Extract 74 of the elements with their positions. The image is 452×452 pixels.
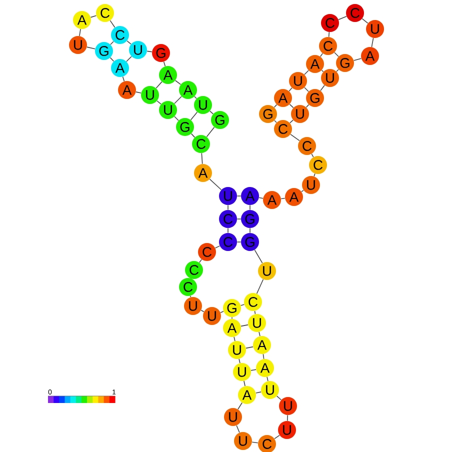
- backbone-line: [256, 278, 264, 294]
- base-pair-line: [246, 346, 254, 349]
- backbone-line: [274, 104, 278, 108]
- backbone-line: [288, 87, 292, 92]
- backbone-line: [338, 16, 347, 20]
- backbone-line: [110, 57, 114, 62]
- backbone-line: [126, 40, 132, 44]
- base-pair-line: [289, 104, 294, 108]
- backbone-line: [156, 100, 162, 104]
- backbone-line: [254, 310, 256, 314]
- base-pair-line: [240, 304, 245, 306]
- backbone-line: [220, 311, 224, 313]
- backbone-line: [174, 116, 179, 121]
- backbone-line: [79, 28, 81, 36]
- base-pair-line: [240, 324, 248, 327]
- backbone-line: [122, 76, 125, 82]
- backbone-line: [86, 46, 96, 50]
- backbone-line: [163, 61, 166, 67]
- backbone-line: [258, 197, 264, 199]
- backbone-line: [371, 38, 374, 48]
- backbone-line: [194, 96, 197, 99]
- backbone-line: [201, 152, 203, 164]
- base-pair-line: [156, 81, 162, 89]
- backbone-line: [234, 336, 236, 342]
- base-pair-line: [236, 218, 242, 220]
- backbone-line: [314, 173, 316, 177]
- base-pair-line: [206, 126, 215, 138]
- backbone-line: [110, 20, 116, 28]
- base-pair-line: [250, 369, 256, 371]
- backbone-line: [353, 58, 362, 61]
- backbone-line: [258, 332, 260, 336]
- base-pair-line: [190, 112, 198, 120]
- base-pair-line: [174, 96, 182, 104]
- backbone-line: [174, 80, 182, 85]
- backbone-line: [236, 425, 240, 433]
- backbone-line: [290, 134, 300, 142]
- backbone-line: [320, 84, 325, 92]
- backbone-line: [209, 178, 222, 190]
- base-pair-line: [304, 87, 309, 92]
- backbone-line: [276, 396, 282, 400]
- backbone-line: [252, 442, 258, 444]
- backbone-line: [210, 110, 214, 114]
- backbone-line: [190, 296, 192, 298]
- backbone-line: [190, 133, 196, 138]
- backbone-line: [274, 434, 280, 440]
- backbone-line: [336, 69, 339, 72]
- backbone-line: [146, 50, 152, 52]
- backbone-line: [200, 310, 204, 312]
- backbone-line: [214, 246, 220, 248]
- backbone-line: [238, 402, 242, 410]
- backbone-line: [304, 70, 309, 75]
- base-pair-line: [256, 392, 262, 394]
- backbone-line: [198, 259, 202, 263]
- backbone-line: [136, 92, 142, 94]
- backbone-line: [238, 358, 240, 364]
- base-pair-line: [126, 56, 132, 62]
- backbone-line: [287, 414, 288, 422]
- backbone-line: [244, 380, 246, 386]
- backbone-line: [290, 120, 294, 124]
- backbone-line: [280, 198, 286, 200]
- backbone-line: [320, 53, 324, 57]
- base-pair-line: [321, 70, 324, 72]
- backbone-line: [90, 15, 97, 18]
- base-pair-line: [274, 120, 277, 123]
- backbone-line: [328, 32, 330, 38]
- base-pair-line: [334, 52, 339, 57]
- backbone-line: [254, 250, 263, 264]
- backbone-line: [311, 154, 314, 158]
- backbone-line: [301, 190, 304, 192]
- backbone-line: [306, 104, 310, 108]
- backbone-line: [362, 18, 368, 24]
- backbone-line: [262, 354, 264, 360]
- backbone-line: [266, 376, 268, 382]
- base-pair-line: [110, 41, 114, 45]
